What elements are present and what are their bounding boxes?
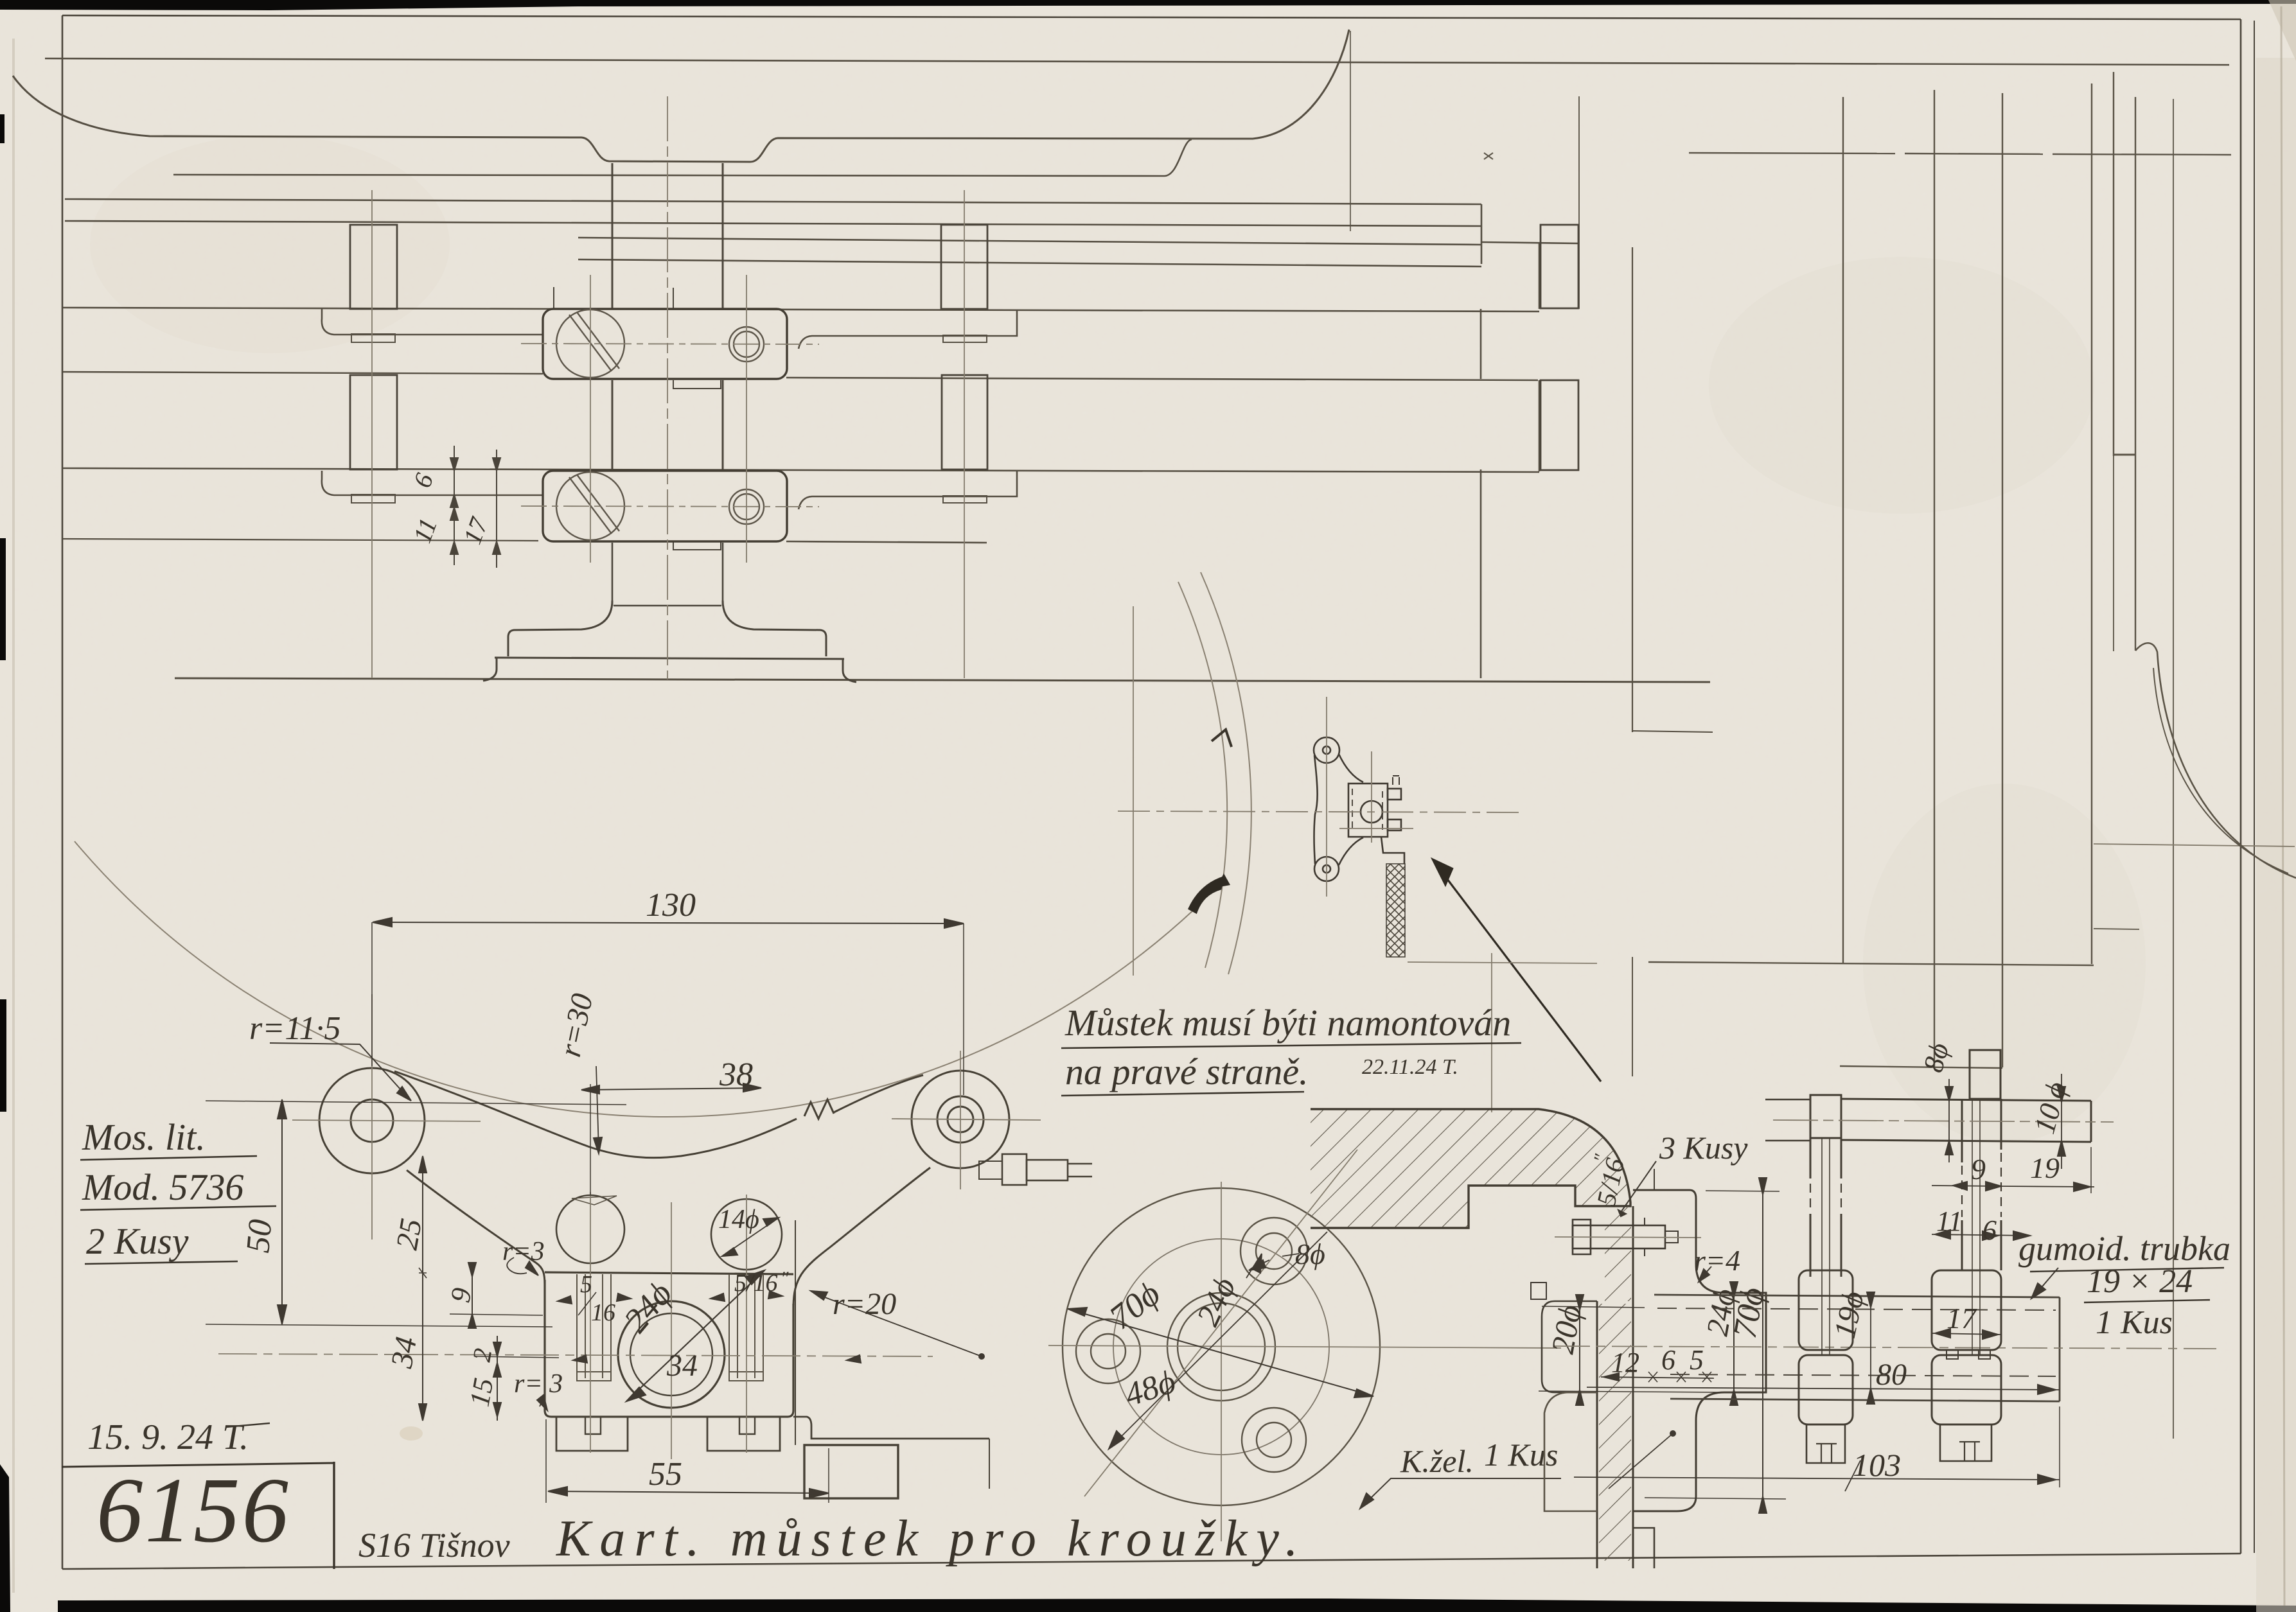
svg-text:3 Kusy: 3 Kusy [1659, 1130, 1748, 1166]
svg-text:20ϕ: 20ϕ [1544, 1302, 1588, 1356]
svg-text:50: 50 [240, 1218, 279, 1254]
svg-text:na pravé straně.: na pravé straně. [1065, 1051, 1309, 1092]
svg-text:38: 38 [719, 1056, 753, 1093]
svg-text:r= 3: r= 3 [514, 1369, 563, 1399]
svg-text:K.žel.: K.žel. [1400, 1443, 1474, 1479]
svg-text:6156: 6156 [96, 1459, 290, 1562]
svg-text:5/16: 5/16 [734, 1270, 778, 1297]
svg-text:8ϕ: 8ϕ [1295, 1238, 1325, 1270]
svg-text:9: 9 [1971, 1153, 1986, 1186]
svg-text:34: 34 [666, 1349, 698, 1383]
svg-text:14ϕ: 14ϕ [718, 1205, 759, 1234]
svg-text:15: 15 [464, 1376, 500, 1409]
svg-text:6: 6 [1661, 1344, 1675, 1376]
svg-text:r=20: r=20 [833, 1287, 896, 1321]
svg-text:1 Kus: 1 Kus [2096, 1304, 2173, 1341]
svg-text:19 × 24: 19 × 24 [2087, 1263, 2193, 1300]
svg-text:Kart. můstek pro kroužky.: Kart. můstek pro kroužky. [556, 1511, 1307, 1567]
svg-text:25: 25 [390, 1216, 429, 1252]
svg-text:2 Kusy: 2 Kusy [86, 1220, 189, 1262]
svg-text:Můstek musí býti namontován: Můstek musí býti namontován [1064, 1002, 1511, 1044]
svg-text:r=11·5: r=11·5 [249, 1010, 340, 1047]
svg-text:17: 17 [1947, 1302, 1977, 1335]
svg-text:70ϕ: 70ϕ [1727, 1284, 1772, 1341]
svg-text:34: 34 [384, 1334, 423, 1371]
svg-text:″: ″ [781, 1268, 789, 1289]
svg-text:19: 19 [2030, 1152, 2060, 1184]
svg-text:r=3: r=3 [502, 1237, 545, 1266]
svg-text:11: 11 [1936, 1205, 1963, 1237]
svg-text:5: 5 [580, 1271, 592, 1298]
svg-text:103: 103 [1853, 1447, 1901, 1483]
svg-text:55: 55 [649, 1456, 682, 1493]
svg-text:1 Kus: 1 Kus [1484, 1437, 1558, 1473]
svg-text:22.11.24 T.: 22.11.24 T. [1362, 1055, 1458, 1079]
svg-text:Mod. 5736: Mod. 5736 [82, 1166, 243, 1208]
svg-text:12: 12 [1611, 1347, 1639, 1378]
svg-text:Mos. lit.: Mos. lit. [82, 1116, 206, 1158]
svg-text:6: 6 [1983, 1214, 1997, 1246]
svg-text:gumoid. trubka: gumoid. trubka [2018, 1229, 2230, 1268]
svg-text:80: 80 [1876, 1358, 1907, 1392]
svg-text:130: 130 [646, 887, 696, 924]
svg-text:5: 5 [1690, 1344, 1704, 1376]
svg-text:15. 9. 24 T.: 15. 9. 24 T. [87, 1417, 249, 1457]
svg-text:S16 Tišnov: S16 Tišnov [358, 1526, 510, 1564]
svg-text:r=4: r=4 [1694, 1244, 1740, 1277]
svg-text:16: 16 [591, 1299, 615, 1326]
